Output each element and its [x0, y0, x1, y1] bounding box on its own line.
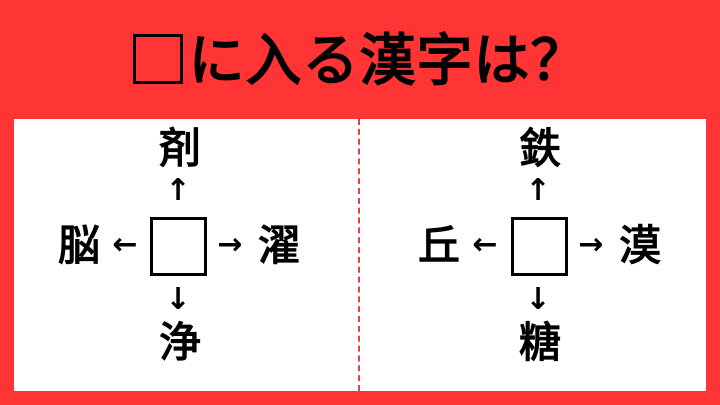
kanji-right: 濯 [257, 221, 300, 270]
answer-box[interactable] [150, 217, 207, 276]
puzzle-panel: 剤 ↑ 脳 ← → 濯 ↓ 浄 鉄 ↑ 丘 ← → 漠 ↓ 糖 [14, 119, 706, 391]
title-text: に入る漢字は？ [188, 29, 588, 94]
puzzle-1: 剤 ↑ 脳 ← → 濯 ↓ 浄 [14, 119, 358, 391]
kanji-bottom: 浄 [158, 318, 201, 367]
arrow-left-icon: ← [472, 227, 498, 262]
kanji-top: 鉄 [518, 124, 561, 173]
arrow-left-icon: ← [112, 227, 138, 262]
answer-box[interactable] [511, 217, 568, 276]
arrow-up-icon: ↑ [165, 173, 191, 208]
blank-box-icon [132, 34, 183, 84]
page-title: に入る漢字は？ [0, 28, 720, 96]
arrow-right-icon: → [217, 227, 243, 262]
dashed-divider [358, 119, 360, 391]
arrow-down-icon: ↓ [525, 282, 551, 317]
puzzle-2: 鉄 ↑ 丘 ← → 漠 ↓ 糖 [360, 119, 704, 391]
arrow-right-icon: → [578, 227, 604, 262]
kanji-left: 脳 [57, 221, 100, 270]
arrow-up-icon: ↑ [525, 173, 551, 208]
kanji-top: 剤 [158, 124, 201, 173]
arrow-down-icon: ↓ [165, 282, 191, 317]
kanji-left: 丘 [417, 221, 460, 270]
kanji-bottom: 糖 [518, 318, 561, 367]
kanji-right: 漠 [618, 221, 661, 270]
